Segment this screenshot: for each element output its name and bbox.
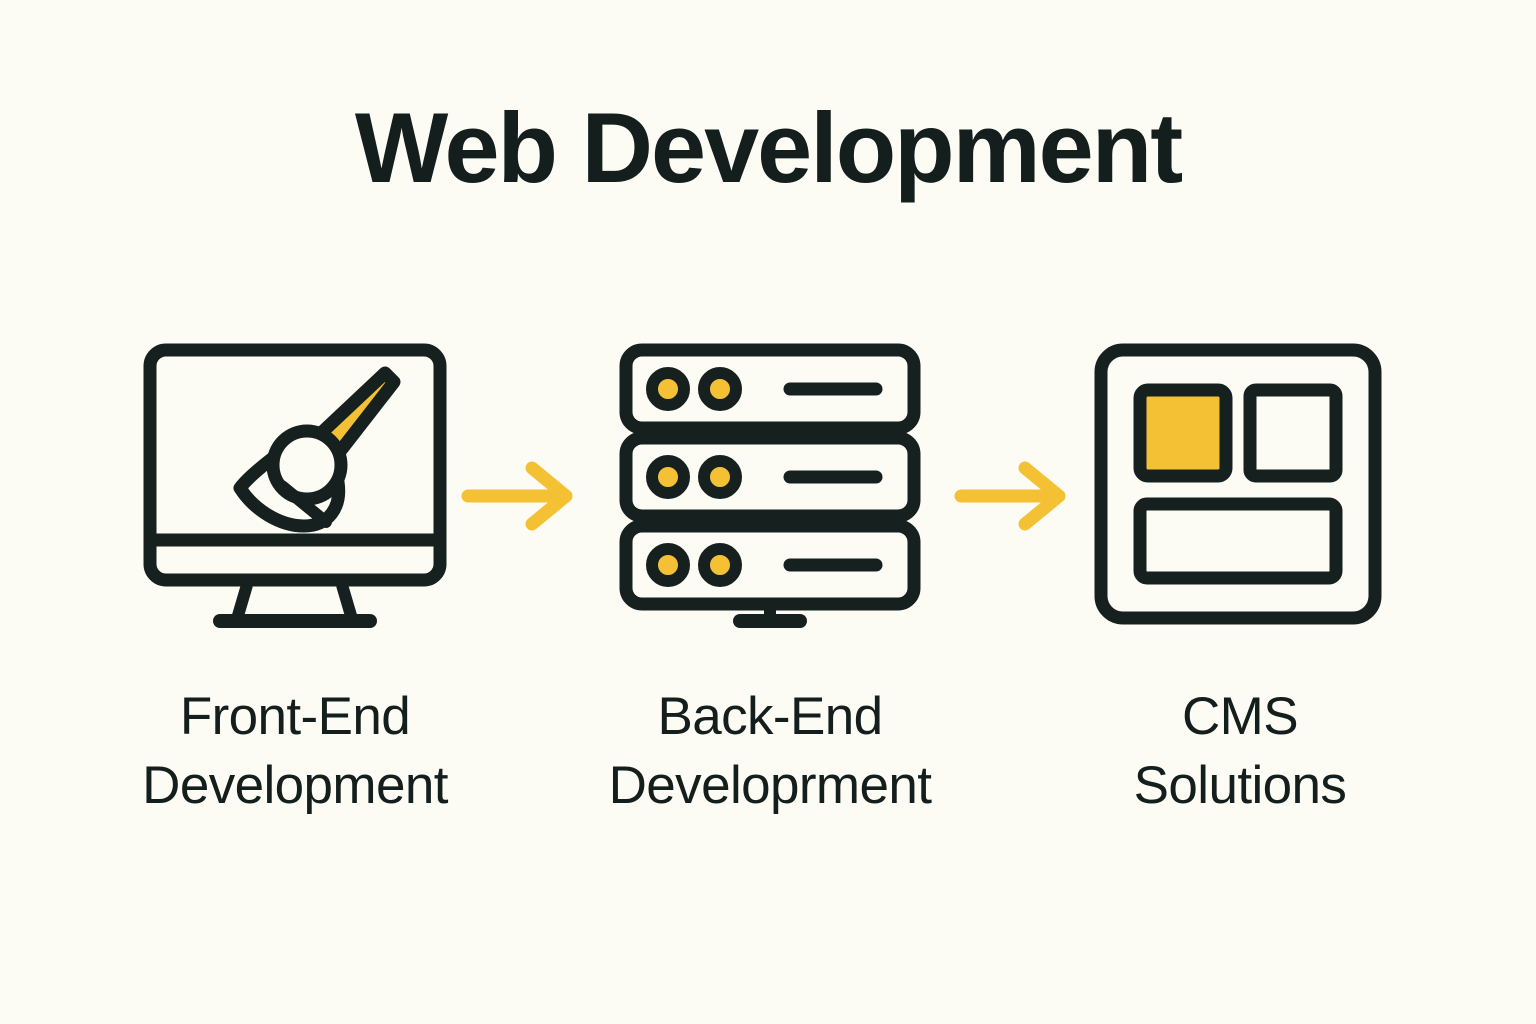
- label-line-2: Developrment: [608, 755, 932, 815]
- label-line-1: CMS: [1182, 687, 1299, 746]
- flow-step-label-back-end: Back-End Developrment: [570, 683, 970, 821]
- page-title: Web Development: [354, 92, 1183, 203]
- label-line-1: Front-End: [179, 687, 411, 746]
- flow-step-label-cms: CMS Solutions: [1045, 683, 1435, 821]
- flow-step-front-end[interactable]: [142, 340, 448, 630]
- server-rack-icon: [618, 340, 922, 630]
- flow-step-cms[interactable]: [1092, 340, 1384, 630]
- label-line-2: Solutions: [1133, 755, 1347, 815]
- process-flow: [0, 340, 1536, 640]
- label-line-2: Development: [142, 755, 448, 815]
- monitor-paintbrush-icon: [142, 340, 448, 630]
- layout-blocks-icon: [1092, 340, 1384, 630]
- label-line-1: Back-End: [657, 687, 884, 746]
- arrow-right-icon: [461, 460, 580, 532]
- flow-step-back-end[interactable]: [618, 340, 922, 630]
- flow-step-label-front-end: Front-End Development: [95, 683, 495, 821]
- arrow-right-icon: [954, 460, 1073, 532]
